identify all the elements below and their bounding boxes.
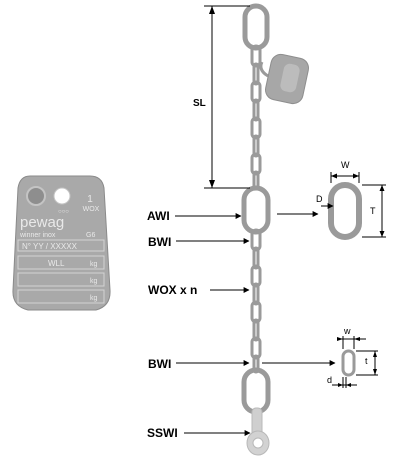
small-link-detail-shape (341, 349, 356, 377)
tag-wll-label: WLL (48, 259, 65, 268)
tag-field (17, 272, 105, 287)
sl-label: SL (193, 98, 206, 109)
awi-label: AWI (147, 209, 170, 223)
chain-link (250, 228, 262, 252)
tag-material: winner inox (19, 232, 56, 239)
chain-link (250, 264, 262, 288)
bottom-master-link (241, 367, 271, 415)
chain-sling (241, 3, 271, 415)
chain-link (252, 246, 260, 270)
tag-brand: pewag (20, 214, 64, 231)
chain-link (252, 282, 260, 306)
chain-link (250, 300, 262, 324)
chain-link (250, 152, 262, 176)
chain-link (252, 98, 260, 122)
t-dim-label: T (370, 206, 376, 216)
small-link-detail (332, 336, 378, 388)
tag-unit: WOX (83, 206, 100, 213)
tag-kg: kg (90, 278, 98, 285)
sswi-shackle-icon (246, 407, 270, 456)
tag-hole-icon (26, 186, 46, 206)
top-master-link (242, 3, 270, 51)
bwi-lower-label: BWI (148, 357, 171, 371)
tag-serial-field (17, 239, 105, 252)
identification-tag: 1 WOX ○○○ pewag winner inox G6 N° YY / X… (12, 175, 111, 311)
tag-grade: G6 (86, 232, 95, 239)
tag-kg: kg (90, 261, 98, 268)
tag-kg: kg (90, 295, 98, 302)
t-small-dim-label: t (365, 356, 368, 366)
sswi-label: SSWI (147, 426, 178, 440)
tag-number: 1 (87, 194, 93, 205)
sl-dimension (204, 5, 250, 189)
tag-wll-field (17, 255, 105, 270)
tag-plate (12, 175, 111, 311)
w-small-dim-label: w (343, 326, 351, 336)
tag-field (17, 289, 105, 304)
wox-label: WOX x n (148, 283, 197, 297)
bwi-upper-label: BWI (148, 235, 171, 249)
awi-master-link (241, 185, 271, 235)
chain-link (252, 62, 260, 86)
tag-dots: ○○○ (58, 209, 69, 215)
master-link-detail-shape (328, 182, 362, 240)
w-dim-label: W (341, 160, 350, 170)
d-dim-label: D (316, 194, 323, 204)
d-small-dim-label: d (327, 375, 332, 385)
tag-serial: N° YY / XXXXX (22, 242, 78, 251)
chain-link (250, 116, 262, 140)
chain-tag-icon (259, 53, 310, 105)
chain-link (250, 336, 262, 360)
master-link-detail (321, 172, 386, 240)
chain-link (250, 44, 262, 68)
tag-hole-icon (53, 187, 71, 205)
chain-link (252, 134, 260, 158)
chain-link (252, 318, 260, 342)
chain-link (250, 80, 262, 104)
